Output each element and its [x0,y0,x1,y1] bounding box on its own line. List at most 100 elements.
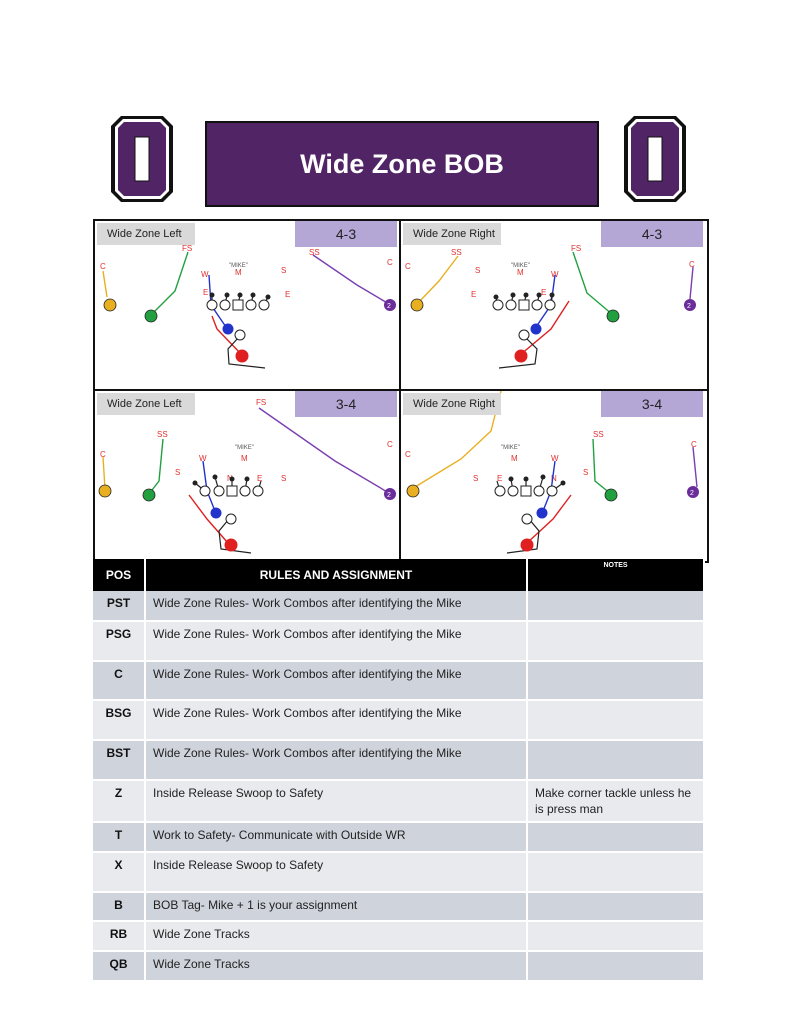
svg-text:S: S [475,266,480,275]
diagram-label: Wide Zone Left [97,393,195,415]
row-note [527,852,705,893]
table-row: BSG Wide Zone Rules- Work Combos after i… [93,700,705,741]
svg-text:M: M [235,268,242,277]
header-notes: NOTES [527,559,705,591]
row-pos: BST [93,740,146,781]
play-diagram-svg: FS SS C C W M S N E S "MIKE" [98,398,396,554]
diagram-label: Wide Zone Right [403,393,501,415]
row-note [527,921,705,952]
row-note [527,822,705,853]
row-pos: C [93,661,146,701]
row-note [527,621,705,662]
row-rule: Wide Zone Rules- Work Combos after ident… [145,740,528,781]
svg-text:W: W [201,270,209,279]
page-title: Wide Zone BOB [300,148,504,179]
diagram-wide-zone-right-43: SS FS C C S M W E E "MIKE" [401,221,705,389]
svg-text:C: C [405,262,411,271]
svg-text:2: 2 [387,303,391,310]
svg-text:SS: SS [157,430,168,439]
svg-text:C: C [691,440,697,449]
svg-text:SS: SS [451,248,462,257]
svg-text:FS: FS [256,398,266,407]
row-note [527,661,705,701]
svg-text:"MIKE": "MIKE" [501,445,520,451]
svg-text:SS: SS [593,430,604,439]
table-row: PSG Wide Zone Rules- Work Combos after i… [93,621,705,662]
diagram-wide-zone-right-34: SS C C M W S E N S "MIKE" [401,391,705,559]
play-diagrams: FS SS C C W M S E E "MIKE" [93,219,709,563]
svg-text:W: W [551,270,559,279]
play-diagram-svg: FS SS C C W M S E E "MIKE" [100,244,396,369]
svg-text:"MIKE": "MIKE" [235,445,254,451]
row-rule: Inside Release Swoop to Safety [145,852,528,893]
svg-text:FS: FS [182,244,192,253]
svg-text:C: C [100,262,106,271]
defensive-front-badge: 3-4 [295,391,397,417]
svg-text:2: 2 [687,303,691,310]
row-rule: Inside Release Swoop to Safety [145,780,528,823]
grid-divider-horizontal [95,389,707,391]
svg-text:E: E [541,288,546,297]
team-logo-left [111,116,173,202]
svg-text:E: E [203,288,208,297]
svg-text:FS: FS [571,244,581,253]
svg-text:C: C [387,440,393,449]
svg-text:S: S [175,468,180,477]
header-rules: RULES AND ASSIGNMENT [145,559,528,591]
table-row: B BOB Tag- Mike + 1 is your assignment [93,892,705,922]
table-header-row: POS RULES AND ASSIGNMENT NOTES [93,559,705,591]
svg-text:E: E [471,290,476,299]
assignment-table: POS RULES AND ASSIGNMENT NOTES PST Wide … [93,559,705,982]
title-banner: Wide Zone BOB [205,121,599,207]
row-rule: BOB Tag- Mike + 1 is your assignment [145,892,528,922]
diagram-label: Wide Zone Left [97,223,195,245]
svg-text:W: W [551,454,559,463]
svg-text:C: C [100,450,106,459]
svg-text:2: 2 [387,492,391,499]
table-row: BST Wide Zone Rules- Work Combos after i… [93,740,705,781]
row-pos: Z [93,780,146,823]
svg-text:E: E [257,474,262,483]
row-note [527,700,705,741]
row-note [527,591,705,622]
table-row: C Wide Zone Rules- Work Combos after ide… [93,661,705,701]
svg-text:M: M [241,454,248,463]
row-rule: Wide Zone Tracks [145,951,528,982]
row-rule: Work to Safety- Communicate with Outside… [145,822,528,853]
svg-text:"MIKE": "MIKE" [511,263,530,269]
defensive-front-badge: 4-3 [601,221,703,247]
row-pos: B [93,892,146,922]
row-note [527,740,705,781]
row-rule: Wide Zone Rules- Work Combos after ident… [145,661,528,701]
svg-text:"MIKE": "MIKE" [229,263,248,269]
table-row: T Work to Safety- Communicate with Outsi… [93,822,705,853]
row-note [527,951,705,982]
team-logo-right [624,116,686,202]
svg-text:E: E [285,290,290,299]
row-rule: Wide Zone Tracks [145,921,528,952]
svg-text:C: C [387,258,393,267]
row-pos: PST [93,591,146,622]
table-row: RB Wide Zone Tracks [93,921,705,952]
svg-text:S: S [281,474,286,483]
defensive-front-badge: 4-3 [295,221,397,247]
svg-text:S: S [473,474,478,483]
row-pos: X [93,852,146,893]
svg-text:2: 2 [690,490,694,497]
header-pos: POS [93,559,146,591]
row-rule: Wide Zone Rules- Work Combos after ident… [145,621,528,662]
diagram-wide-zone-left-43: FS SS C C W M S E E "MIKE" [95,221,399,389]
row-rule: Wide Zone Rules- Work Combos after ident… [145,700,528,741]
svg-text:C: C [689,260,695,269]
row-pos: PSG [93,621,146,662]
svg-text:S: S [281,266,286,275]
row-pos: RB [93,921,146,952]
svg-text:M: M [517,268,524,277]
diagram-label: Wide Zone Right [403,223,501,245]
svg-text:S: S [583,468,588,477]
svg-text:M: M [511,454,518,463]
svg-text:N: N [551,474,557,483]
play-diagram-svg: SS C C M W S E N S "MIKE" [405,391,699,554]
play-diagram-svg: SS FS C C S M W E E "MIKE" [405,244,696,369]
diagram-wide-zone-left-34: FS SS C C W M S N E S "MIKE" [95,391,399,559]
